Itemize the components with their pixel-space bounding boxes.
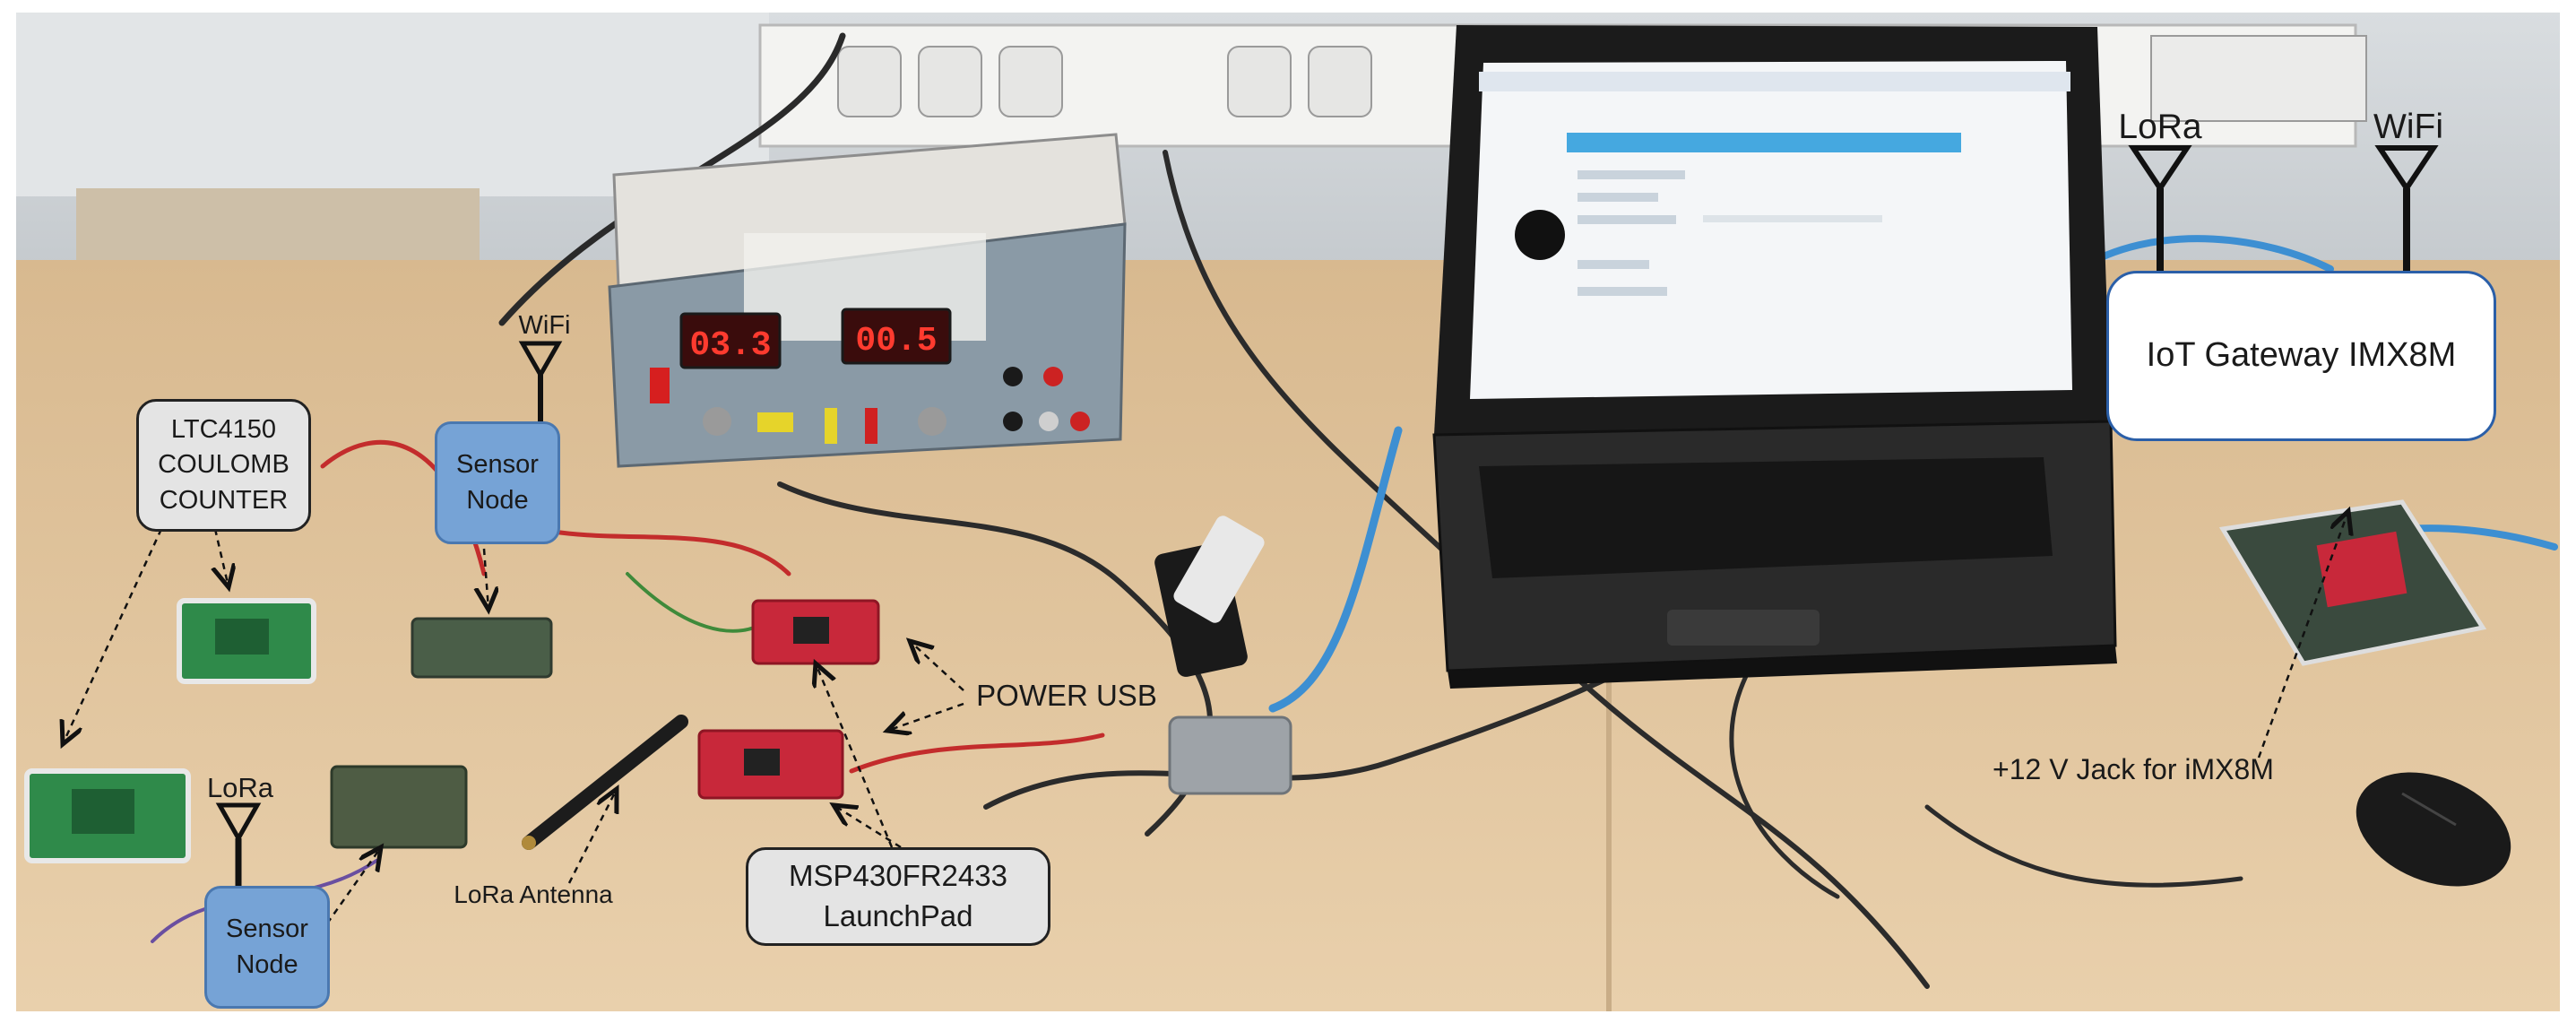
gateway-lora-antenna-icon bbox=[2128, 145, 2192, 273]
launchpad-board-2 bbox=[697, 729, 844, 800]
sensor-node-wifi-label: Sensor Node bbox=[435, 421, 560, 544]
coulomb-counter-board-1 bbox=[177, 598, 316, 684]
power-usb-label: POWER USB bbox=[976, 678, 1157, 712]
launchpad-label: MSP430FR2433 LaunchPad bbox=[746, 847, 1050, 946]
psu-display-left: 03.3 bbox=[689, 326, 771, 365]
wifi-antenna-icon bbox=[518, 341, 563, 421]
lora-sensor-node-board bbox=[330, 765, 468, 849]
sensor-node-lora-label: Sensor Node bbox=[204, 886, 330, 1009]
laptop bbox=[1432, 25, 2117, 689]
bench-power-supply bbox=[608, 133, 1127, 468]
jack-label: +12 V Jack for iMX8M bbox=[1993, 753, 2274, 786]
gateway-lora-label: LoRa bbox=[2118, 108, 2202, 147]
wifi-label: WiFi bbox=[518, 311, 571, 341]
wifi-sensor-node-board bbox=[411, 617, 553, 679]
table-seam bbox=[1606, 646, 1612, 1011]
iot-gateway-label: IoT Gateway IMX8M bbox=[2106, 271, 2496, 441]
annotation-arrows bbox=[63, 511, 2348, 924]
lora-antenna-label: LoRa Antenna bbox=[454, 880, 613, 909]
gateway-wifi-label: WiFi bbox=[2373, 108, 2443, 147]
lora-antenna-rod bbox=[522, 715, 688, 850]
coulomb-counter-board-2 bbox=[24, 768, 191, 863]
lora-label: LoRa bbox=[206, 772, 274, 804]
usb-device bbox=[1154, 516, 1292, 795]
gateway-wifi-antenna-icon bbox=[2374, 145, 2439, 273]
psu-display-right: 00.5 bbox=[855, 322, 937, 360]
coulomb-counter-label: LTC4150 COULOMB COUNTER bbox=[136, 399, 311, 532]
lora-antenna-icon bbox=[215, 802, 262, 888]
computer-mouse bbox=[2356, 772, 2511, 887]
launchpad-board-1 bbox=[751, 599, 880, 665]
